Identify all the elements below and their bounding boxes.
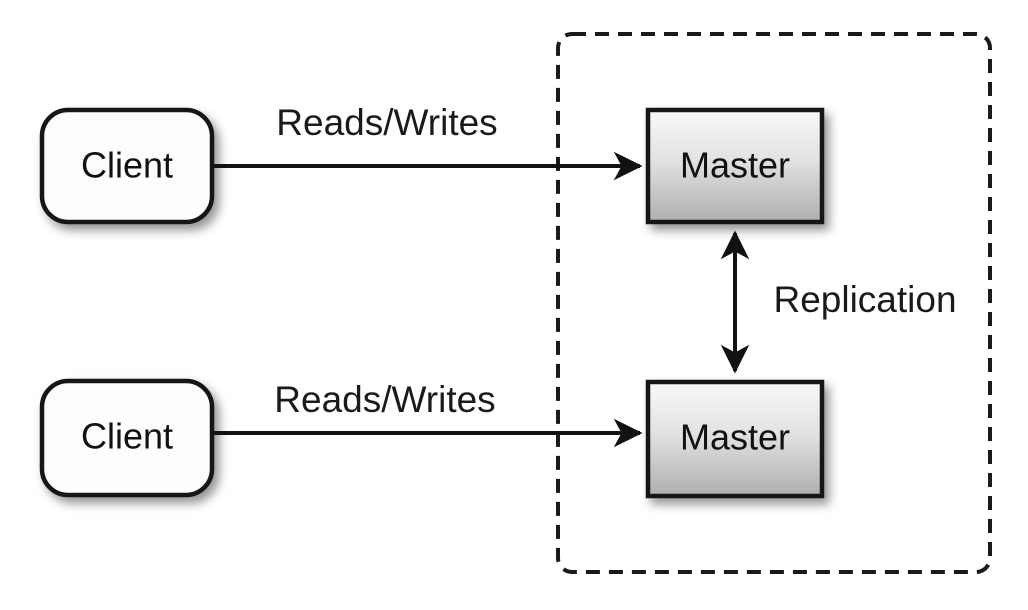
edge-master-replication: Replication (720, 230, 957, 374)
edge-label-reads-writes-top: Reads/Writes (276, 102, 497, 143)
master-top-shape (645, 107, 825, 225)
edge-label-replication: Replication (773, 279, 956, 320)
client-bottom-shape (39, 378, 215, 498)
node-master-bottom[interactable]: Master (645, 379, 825, 499)
edge-client-top-to-master-top: Reads/Writes (212, 102, 643, 181)
client-bottom-label: Client (81, 416, 173, 457)
node-client-top[interactable]: Client (39, 107, 215, 225)
client-top-label: Client (81, 145, 173, 186)
edge-label-reads-writes-bottom: Reads/Writes (274, 379, 495, 420)
replication-cluster-boundary (556, 32, 992, 574)
master-bottom-shape (645, 379, 825, 499)
node-client-bottom[interactable]: Client (39, 378, 215, 498)
edge-client-bottom-to-master-bottom: Reads/Writes (212, 379, 643, 448)
master-bottom-label: Master (680, 417, 790, 458)
node-master-top[interactable]: Master (645, 107, 825, 225)
master-top-label: Master (680, 145, 790, 186)
